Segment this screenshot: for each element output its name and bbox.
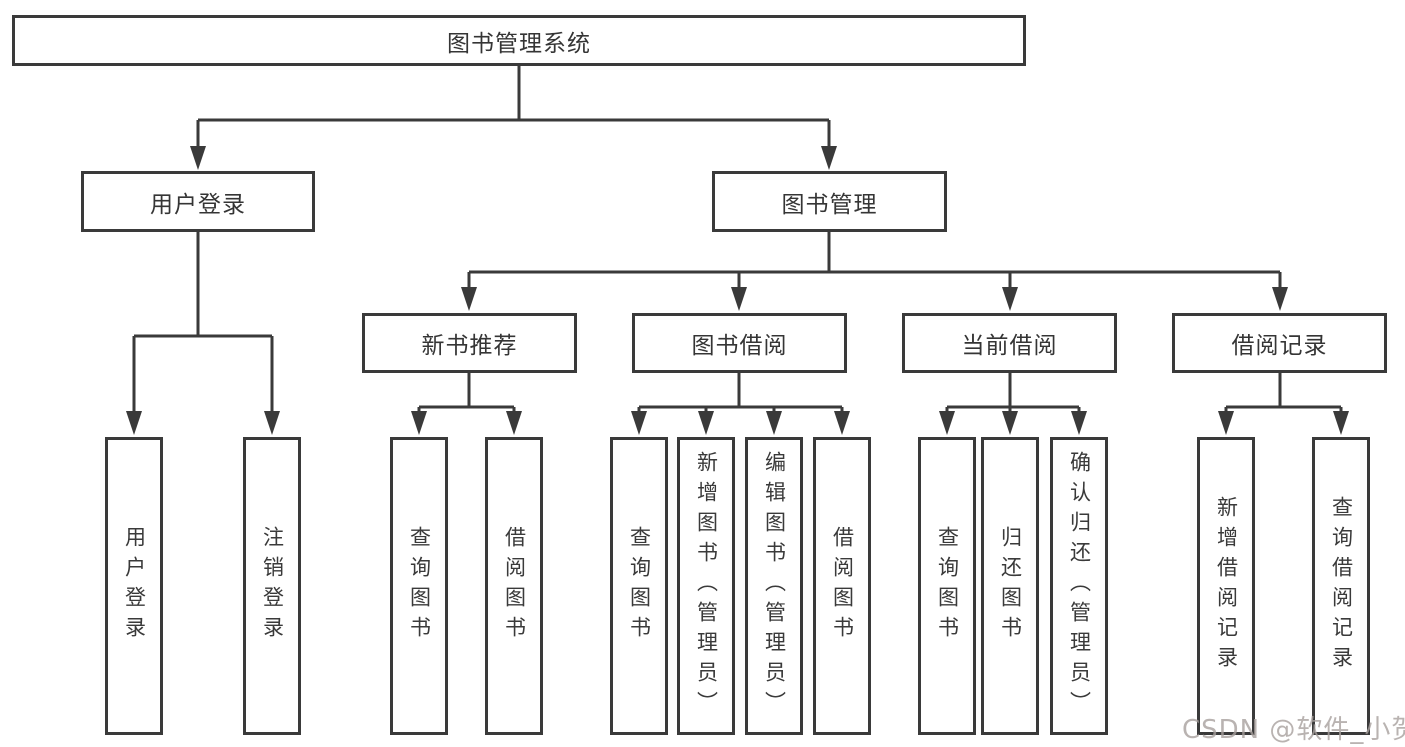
node-label: 借阅记录 [1231, 333, 1328, 359]
arrow-down-icon [190, 146, 206, 170]
node-label: 图书借阅 [691, 333, 788, 359]
leaf-logout: 注销登录 [243, 437, 301, 735]
arrow-down-icon [698, 411, 714, 435]
leaf-query-book: 查询图书 [918, 437, 976, 735]
connector-root-to-level2 [190, 66, 837, 170]
leaf-label: 归还图书 [998, 526, 1023, 646]
arrow-down-icon [1002, 287, 1018, 311]
leaf-label: 查询图书 [627, 526, 652, 646]
arrow-down-icon [1218, 411, 1234, 435]
node-label: 图书管理系统 [447, 30, 591, 57]
leaf-add-borrow-record: 新增借阅记录 [1197, 437, 1255, 735]
arrow-down-icon [821, 146, 837, 170]
leaf-user-login: 用户登录 [105, 437, 163, 735]
node-current-borrow: 当前借阅 [902, 313, 1117, 373]
node-label: 当前借阅 [961, 333, 1058, 359]
leaf-add-book-admin: 新增图书（管理员） [677, 437, 735, 735]
connector-borrow-record-to-leaves [1218, 373, 1349, 435]
node-label: 用户登录 [150, 191, 246, 218]
arrow-down-icon [1272, 287, 1288, 311]
csdn-watermark: CSDN @软件_小贺同学 [1182, 715, 1405, 745]
connector-book-mgmt-to-groups [461, 232, 1288, 311]
arrow-down-icon [264, 411, 280, 435]
leaf-edit-book-admin: 编辑图书（管理员） [745, 437, 803, 735]
leaf-label: 新增借阅记录 [1214, 496, 1239, 676]
node-borrow-record: 借阅记录 [1172, 313, 1387, 373]
arrow-down-icon [731, 287, 747, 311]
node-book-borrow: 图书借阅 [632, 313, 847, 373]
connector-book-borrow-to-leaves [631, 373, 850, 435]
arrow-down-icon [1071, 411, 1087, 435]
node-label: 新书推荐 [421, 333, 518, 359]
leaf-label: 查询借阅记录 [1329, 496, 1354, 676]
leaf-query-book: 查询图书 [610, 437, 668, 735]
leaf-label: 借阅图书 [502, 526, 527, 646]
leaf-query-borrow-record: 查询借阅记录 [1312, 437, 1370, 735]
leaf-label: 用户登录 [122, 526, 147, 646]
connector-new-book-to-leaves [411, 373, 522, 435]
arrow-down-icon [506, 411, 522, 435]
node-user-login-branch: 用户登录 [81, 171, 315, 232]
arrow-down-icon [834, 411, 850, 435]
arrow-down-icon [1333, 411, 1349, 435]
leaf-label: 注销登录 [260, 526, 285, 646]
leaf-query-book: 查询图书 [390, 437, 448, 735]
leaf-label: 新增图书（管理员） [694, 451, 719, 721]
leaf-label: 查询图书 [935, 526, 960, 646]
arrow-down-icon [631, 411, 647, 435]
connector-current-borrow-to-leaves [939, 373, 1087, 435]
arrow-down-icon [1002, 411, 1018, 435]
node-root-system: 图书管理系统 [12, 15, 1026, 66]
node-book-management-branch: 图书管理 [712, 171, 947, 232]
leaf-return-book: 归还图书 [981, 437, 1039, 735]
leaf-borrow-book: 借阅图书 [485, 437, 543, 735]
node-new-book-recommend: 新书推荐 [362, 313, 577, 373]
arrow-down-icon [126, 411, 142, 435]
leaf-label: 查询图书 [407, 526, 432, 646]
leaf-borrow-book: 借阅图书 [813, 437, 871, 735]
arrow-down-icon [411, 411, 427, 435]
leaf-label: 编辑图书（管理员） [762, 451, 787, 721]
leaf-label: 确认归还（管理员） [1067, 451, 1092, 721]
leaf-confirm-return-admin: 确认归还（管理员） [1050, 437, 1108, 735]
leaf-label: 借阅图书 [830, 526, 855, 646]
arrow-down-icon [766, 411, 782, 435]
node-label: 图书管理 [781, 191, 878, 218]
arrow-down-icon [939, 411, 955, 435]
connector-user-login-to-leaves [126, 232, 280, 435]
arrow-down-icon [461, 287, 477, 311]
